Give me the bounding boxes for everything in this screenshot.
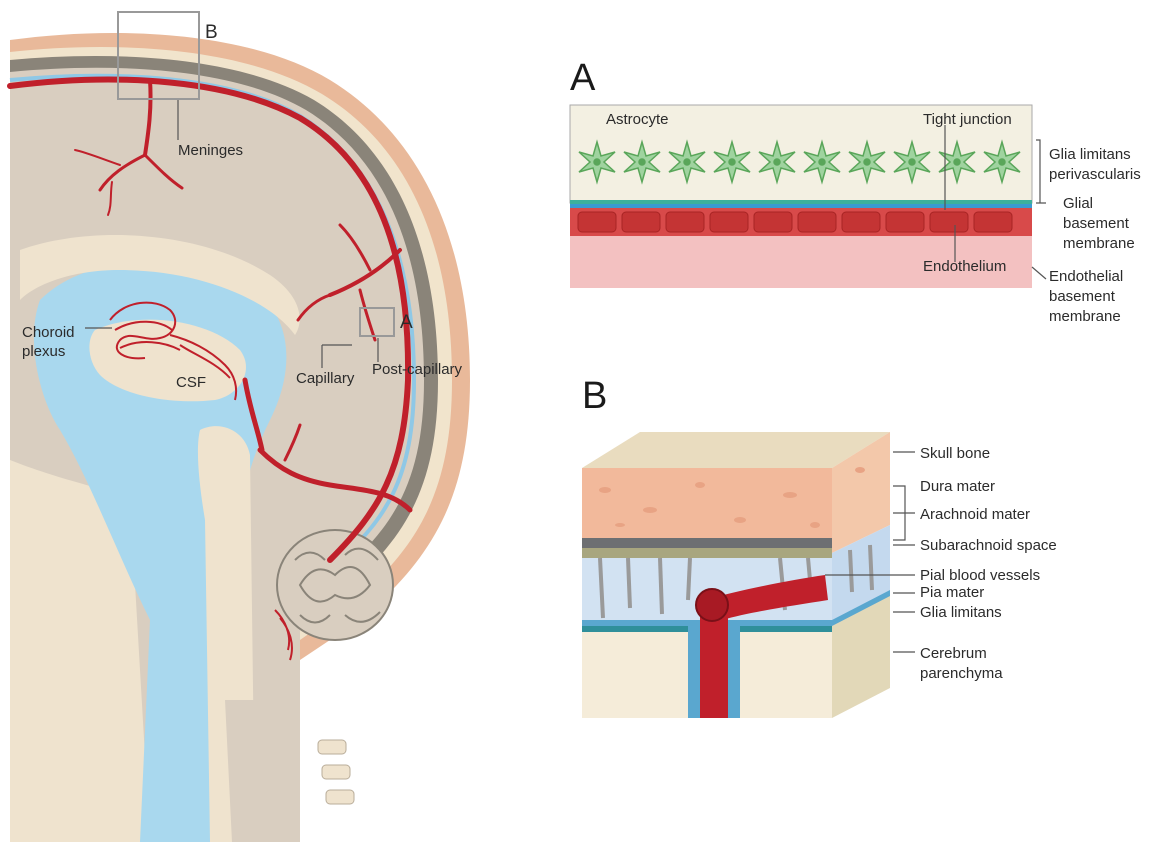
endothelial-bm-label-line3: membrane <box>1049 308 1121 325</box>
choroid-label-line1: Choroid <box>22 324 75 341</box>
cerebellum <box>277 530 393 640</box>
panel-a: A <box>570 57 1141 325</box>
panel-b: B <box>582 375 1057 718</box>
astrocyte-label: Astrocyte <box>606 111 669 128</box>
arachnoid-mater-layer <box>582 548 832 558</box>
meninges-label: Meninges <box>178 142 243 159</box>
glial-bm-label-line3: membrane <box>1063 235 1135 252</box>
dura-mater-label: Dura mater <box>920 478 995 495</box>
glial-bm-label-line1: Glial <box>1063 195 1093 212</box>
dura-mater-layer <box>582 538 832 548</box>
region-a-label: A <box>400 312 413 333</box>
skull-bone-layer <box>582 468 832 538</box>
vertebrae <box>318 740 354 804</box>
panel-b-title: B <box>582 375 607 417</box>
panel-a-title: A <box>570 57 596 99</box>
glia-limitans-label-line2: perivascularis <box>1049 166 1141 183</box>
brain-sagittal-section: B A Meninges Choroid plexus CSF Capillar… <box>10 12 470 842</box>
glia-limitans-label-line1: Glia limitans <box>1049 146 1131 163</box>
endothelium-label: Endothelium <box>923 258 1006 275</box>
penetrating-vessel <box>700 610 728 718</box>
choroid-label-line2: plexus <box>22 343 65 360</box>
glia-limitans-label: Glia limitans <box>920 604 1002 621</box>
glial-bm-label-line2: basement <box>1063 215 1130 232</box>
tight-junction-label: Tight junction <box>923 111 1012 128</box>
post-capillary-label: Post-capillary <box>372 361 463 378</box>
endothelial-bm-label-line1: Endothelial <box>1049 268 1123 285</box>
pial-blood-vessels-label: Pial blood vessels <box>920 567 1040 584</box>
endothelial-bm-label-line2: basement <box>1049 288 1116 305</box>
skull-bone-label: Skull bone <box>920 445 990 462</box>
region-b-label: B <box>205 22 218 43</box>
cerebrum-label-line1: Cerebrum <box>920 645 987 662</box>
csf-label: CSF <box>176 374 206 391</box>
pial-vessel-cut-end <box>696 589 728 621</box>
glial-basement-membrane <box>570 200 1032 204</box>
cerebrum-label-line2: parenchyma <box>920 665 1003 682</box>
arachnoid-mater-label: Arachnoid mater <box>920 506 1030 523</box>
pia-mater-label: Pia mater <box>920 584 984 601</box>
membrane-blue-line <box>570 204 1032 208</box>
subarachnoid-space-label: Subarachnoid space <box>920 537 1057 554</box>
capillary-label: Capillary <box>296 370 355 387</box>
